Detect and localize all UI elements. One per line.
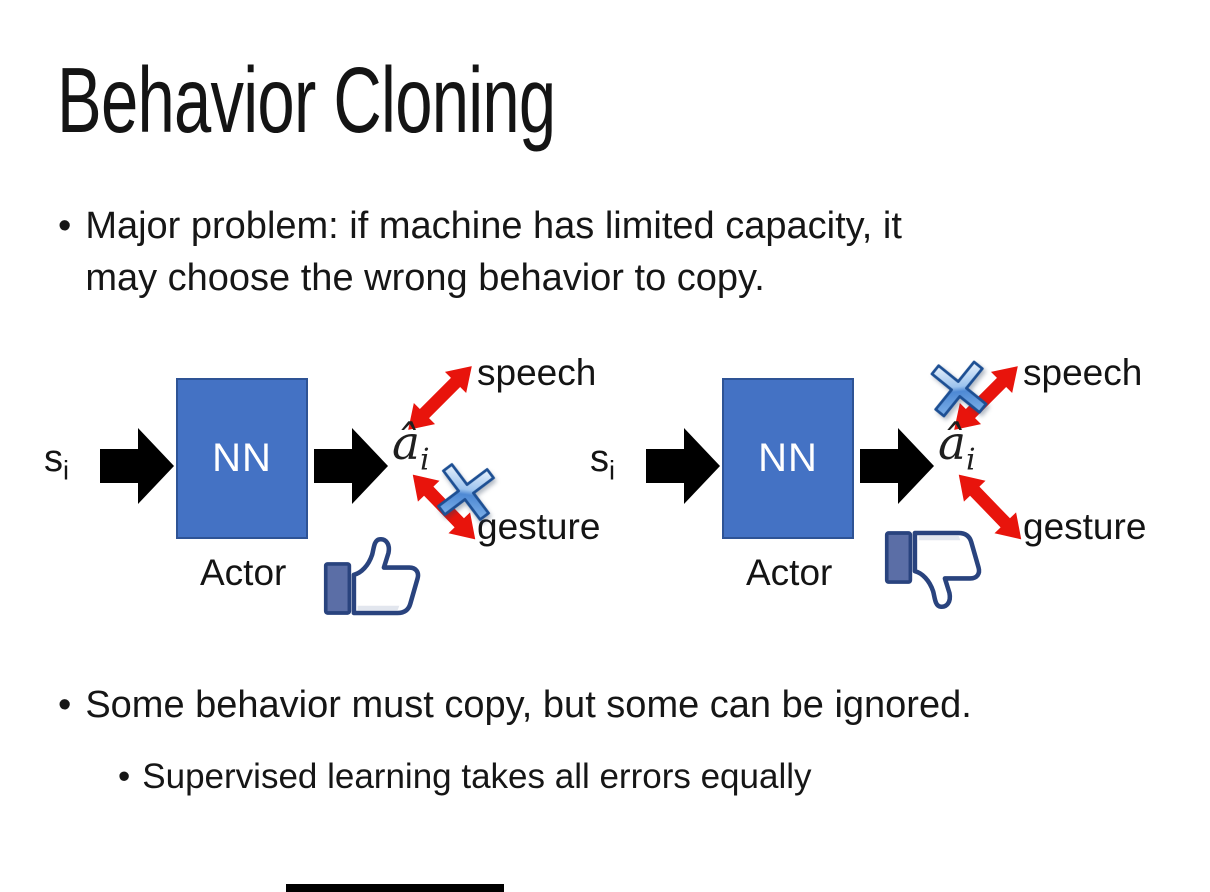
bullet-line-2: may choose the wrong behavior to copy. xyxy=(85,257,765,299)
speech-arrow-icon xyxy=(942,354,1030,442)
slide-title: Behavior Cloning xyxy=(57,48,556,152)
input-state-label: si xyxy=(44,438,69,486)
bullet-marker: • xyxy=(58,205,72,247)
sub-bullet-text: Supervised learning takes all errors equ… xyxy=(142,757,812,796)
nn-box: NN xyxy=(722,378,854,539)
predicted-action-label: âi xyxy=(938,416,976,478)
diagram-left: si NN âi speech gesture xyxy=(44,0,664,892)
thumbs-up-icon xyxy=(323,537,421,616)
input-arrow-icon xyxy=(646,428,720,504)
gesture-arrow-icon xyxy=(947,463,1034,551)
cropped-bottom-bar xyxy=(286,884,504,892)
predicted-action-subscript: i xyxy=(966,442,976,478)
output-arrow-icon xyxy=(314,428,388,504)
actor-label: Actor xyxy=(746,552,833,593)
diagram-right: si NN âi speech gesture xyxy=(590,0,1210,892)
speech-label: speech xyxy=(477,352,597,393)
thumbs-down-icon xyxy=(884,530,982,609)
gesture-label: gesture xyxy=(477,506,601,547)
predicted-action-subscript: i xyxy=(420,442,430,478)
speech-arrow-icon xyxy=(396,354,484,442)
bullet-text: Major problem: if machine has limited ca… xyxy=(85,200,902,304)
speech-label: speech xyxy=(1023,352,1143,393)
gesture-label: gesture xyxy=(1023,506,1147,547)
input-state-subscript: i xyxy=(63,455,69,486)
bullet-text: Some behavior must copy, but some can be… xyxy=(85,684,972,726)
predicted-action-label: âi xyxy=(392,416,430,478)
rejected-cross-icon xyxy=(930,360,988,418)
bullet-line-1: Major problem: if machine has limited ca… xyxy=(85,205,902,247)
nn-box: NN xyxy=(176,378,308,539)
nn-label: NN xyxy=(212,436,272,480)
rejected-cross-icon xyxy=(437,463,495,521)
nn-label: NN xyxy=(758,436,818,480)
input-state-subscript: i xyxy=(609,455,615,486)
bullet-marker: • xyxy=(58,684,72,726)
bullet-some-behavior: • Some behavior must copy, but some can … xyxy=(58,680,972,730)
actor-label: Actor xyxy=(200,552,287,593)
sub-bullet-supervised: • Supervised learning takes all errors e… xyxy=(118,754,812,800)
input-state-label: si xyxy=(590,438,615,486)
input-arrow-icon xyxy=(100,428,174,504)
output-arrow-icon xyxy=(860,428,934,504)
bullet-major-problem: • Major problem: if machine has limited … xyxy=(58,200,902,304)
bullet-marker: • xyxy=(118,757,131,796)
